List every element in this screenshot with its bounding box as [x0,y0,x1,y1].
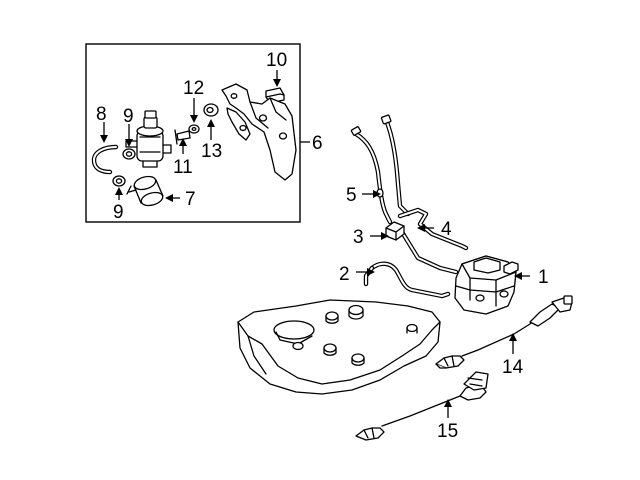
part-12-washer [188,124,200,134]
part-14-oxygen-sensor [435,295,573,369]
callout-4: 4 [441,219,452,240]
callout-14: 14 [502,357,524,378]
callout-7: 7 [185,189,196,210]
leader-15 [444,399,452,418]
part-2-purge-line [363,261,451,299]
leader-9-upper [125,124,133,147]
leader-9-lower [115,187,123,200]
part-9-clamp-upper [122,148,136,160]
part-8-hose [91,144,119,175]
callout-5: 5 [346,185,357,206]
part-7-canister [126,175,164,207]
callout-6: 6 [312,133,323,154]
fuel-tank [237,299,441,395]
part-5-vent-line [350,114,411,225]
leader-7 [165,194,180,202]
part-15-oxygen-sensor [355,371,489,441]
callout-15: 15 [437,421,458,442]
callout-9-lower: 9 [113,202,124,223]
callout-13: 13 [201,141,222,162]
callout-9-upper: 9 [123,106,134,127]
callout-11: 11 [173,157,193,178]
part-9-clamp-lower [112,175,126,187]
leader-2 [356,268,375,276]
leader-5 [362,190,381,198]
callout-8: 8 [96,104,107,125]
part-11-screw [174,129,191,145]
part-13-bushing [203,103,219,117]
leader-12 [190,98,198,123]
leader-11 [179,138,187,154]
part-6-bracket [221,83,297,181]
leader-13 [207,119,215,140]
callout-1: 1 [538,267,549,288]
callout-3: 3 [353,227,364,248]
part-4-vapor-line [389,207,469,275]
callout-12: 12 [183,78,204,99]
callout-10: 10 [266,50,287,71]
leader-8 [100,122,108,143]
callout-2: 2 [339,264,350,285]
leader-1 [514,272,530,280]
part-1-evap-canister [454,255,519,315]
leader-14 [509,333,517,354]
leader-3 [370,232,389,240]
leader-10 [273,70,281,87]
part-3-connector [385,221,405,241]
leader-4 [417,224,434,232]
